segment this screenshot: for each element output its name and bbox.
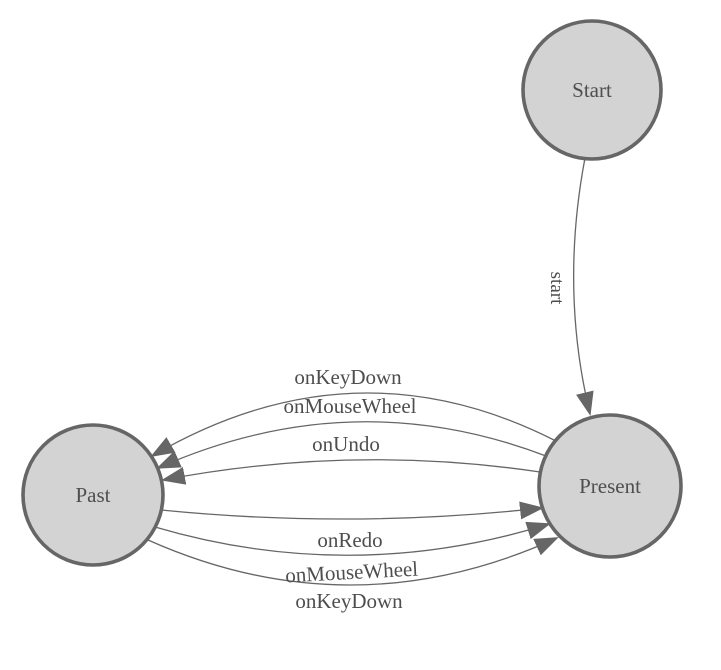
edge-onredo-past-to-present	[160, 501, 544, 520]
edge-label-onredo: onRedo	[317, 528, 382, 552]
edge-onundo-present-to-past	[161, 459, 541, 485]
edge-onkeydown-present-to-past	[150, 392, 557, 458]
edge-label-onkeydown-top: onKeyDown	[294, 365, 402, 389]
edge-label-onundo: onUndo	[312, 432, 380, 456]
node-start[interactable]: Start	[521, 19, 663, 161]
edge-labels: start onKeyDown onMouseWheel onUndo onRe…	[284, 272, 567, 613]
edge-label-onmousewheel-top: onMouseWheel	[284, 394, 417, 418]
node-present[interactable]: Present	[537, 413, 683, 559]
node-present-circle[interactable]	[537, 413, 683, 559]
edges	[147, 157, 594, 586]
node-past-circle[interactable]	[21, 423, 165, 567]
edge-start-to-present	[573, 157, 594, 416]
node-start-circle[interactable]	[521, 19, 663, 161]
edge-onkeydown-past-to-present	[147, 537, 559, 586]
edge-label-start: start	[546, 272, 567, 305]
node-present-label: Present	[579, 474, 641, 498]
node-past-label: Past	[75, 483, 110, 507]
node-start-label: Start	[572, 78, 612, 102]
edge-label-onkeydown-bottom: onKeyDown	[295, 589, 403, 613]
edge-onmousewheel-past-to-present	[154, 521, 551, 556]
edge-onmousewheel-present-to-past	[156, 421, 547, 469]
node-past[interactable]: Past	[21, 423, 165, 567]
nodes: Start Present Past	[21, 19, 683, 567]
